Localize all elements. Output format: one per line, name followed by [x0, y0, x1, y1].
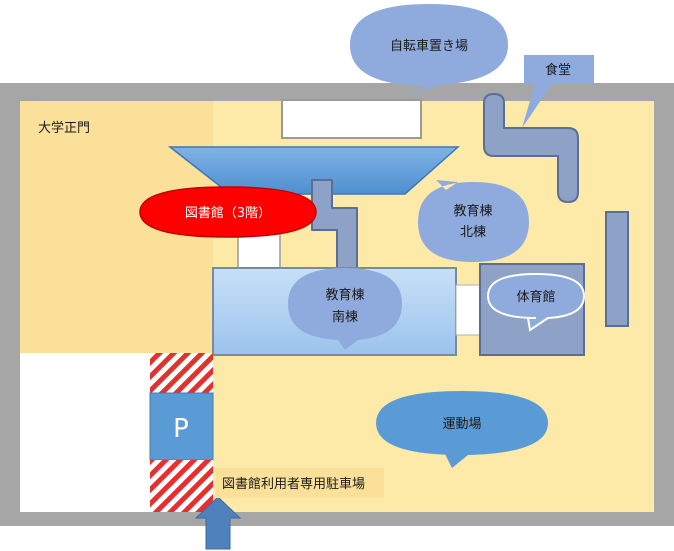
- parking-symbol: P: [173, 414, 189, 444]
- library-parking-label: 図書館利用者専用駐車場: [222, 477, 365, 492]
- bicycle-parking-label: 自転車置き場: [390, 39, 468, 54]
- main-gate-label: 大学正門: [38, 120, 90, 136]
- gymnasium-label: 体育館: [516, 289, 555, 305]
- cafeteria-callout: [522, 55, 594, 128]
- education-north-label-2: 北棟: [460, 225, 486, 240]
- gym-link: [455, 284, 481, 336]
- cafeteria-corridor: [483, 92, 579, 204]
- parking-hatch-top: [150, 353, 213, 393]
- education-south-label-1: 教育棟: [325, 287, 364, 303]
- parking-space: [149, 392, 214, 461]
- walkway-canopy: [167, 146, 460, 195]
- library-parking-label-bg: [216, 468, 384, 498]
- education-south-callout: [288, 268, 402, 350]
- parking-hatch-bottom: [150, 460, 213, 512]
- cafeteria-label: 食堂: [545, 62, 571, 78]
- bicycle-parking-structure: [281, 99, 422, 139]
- library-label: 図書館（3階）: [185, 206, 271, 221]
- bicycle-parking-callout: [350, 4, 508, 99]
- entrance-arrow: [194, 496, 242, 550]
- education-north-label-1: 教育棟: [453, 203, 492, 219]
- library-callout: [139, 186, 317, 238]
- sports-field-callout: [376, 391, 548, 468]
- education-north-callout: [418, 180, 529, 262]
- education-south-label-2: 南棟: [332, 309, 358, 325]
- gymnasium-callout: [486, 272, 586, 332]
- off-campus-area: [20, 353, 150, 512]
- sports-field-label: 運動場: [442, 417, 481, 432]
- side-building: [605, 211, 629, 327]
